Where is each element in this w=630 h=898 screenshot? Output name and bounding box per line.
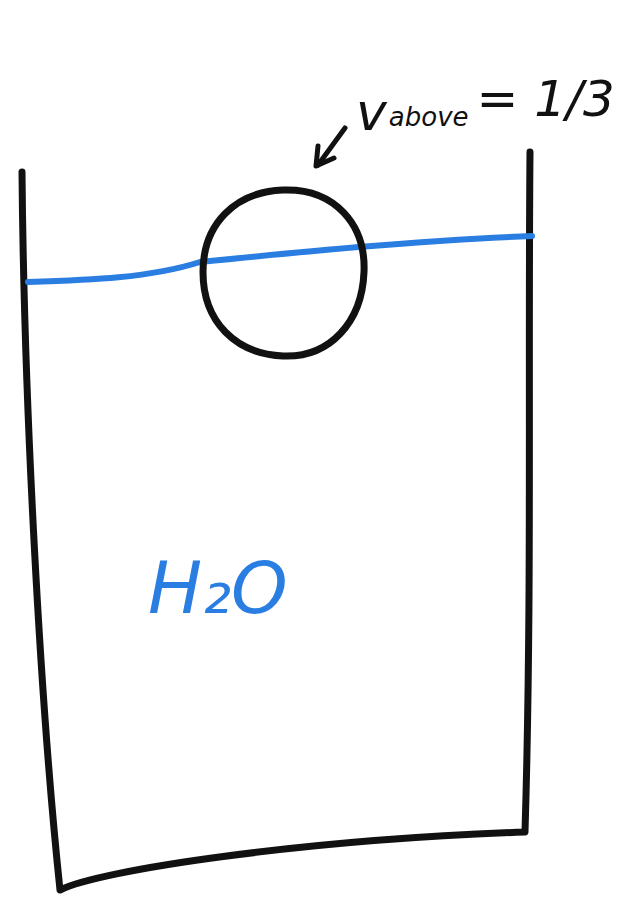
container-outline xyxy=(22,152,530,890)
variable-symbol: v xyxy=(356,86,387,138)
liquid-label: H₂O xyxy=(148,552,288,624)
floating-ball xyxy=(203,190,364,356)
subscript-text: above xyxy=(389,104,469,130)
fraction-value: = 1/3 xyxy=(477,74,615,124)
water-surface xyxy=(28,236,532,282)
arrow-head xyxy=(316,146,334,166)
